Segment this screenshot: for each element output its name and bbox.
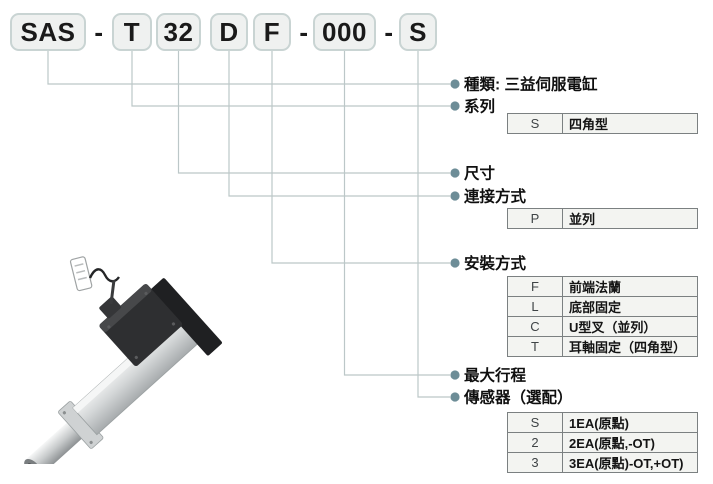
model-code-dash: - [94, 16, 104, 47]
connector-line-series [131, 51, 450, 107]
spec-row: S 四角型 [508, 114, 697, 133]
bullet-icon-type [450, 79, 460, 89]
spec-table-mounting: F 前端法蘭 L 底部固定 C U型叉（並列） T 耳軸固定（四角型） [507, 276, 698, 357]
motor-connector-block [99, 296, 122, 319]
spec-value: U型叉（並列） [569, 320, 657, 335]
spec-code: T [508, 337, 563, 356]
callout-label-mounting: 安裝方式 [464, 255, 527, 273]
spec-code: S [508, 413, 563, 432]
model-code-dash: - [299, 16, 309, 47]
callout-label-stroke: 最大行程 [464, 367, 527, 385]
spec-code: L [508, 297, 563, 316]
callout-label-series: 系列 [464, 98, 496, 116]
cylinder-body-group [24, 278, 222, 464]
bullet-icon-sensor [450, 392, 460, 402]
callout-label-sensor: 傳感器（選配） [464, 389, 573, 407]
connector-line-type [47, 51, 450, 85]
spec-row: C U型叉（並列） [508, 316, 697, 336]
spec-row: T 耳軸固定（四角型） [508, 336, 697, 356]
motor [99, 284, 183, 367]
bullet-icon-stroke [450, 370, 460, 380]
model-code-segment-D: D [210, 13, 248, 51]
connector-line-size [177, 51, 450, 174]
model-code-segment-S: S [399, 13, 437, 51]
connector-line-connection [228, 51, 450, 197]
spec-code: C [508, 317, 563, 336]
spec-row: L 底部固定 [508, 296, 697, 316]
model-code-dash: - [384, 16, 394, 47]
spec-value: 3EA(原點)-OT,+OT) [569, 456, 684, 471]
bullet-icon-connection [450, 191, 460, 201]
spec-code: 2 [508, 433, 563, 452]
model-code-segment-T: T [112, 13, 152, 51]
callout-label-type: 種類: 三益伺服電缸 [464, 76, 598, 94]
spec-row: F 前端法蘭 [508, 277, 697, 296]
spec-table-sensor: S 1EA(原點) 2 2EA(原點,-OT) 3 3EA(原點)-OT,+OT) [507, 412, 698, 473]
bullet-icon-size [450, 168, 460, 178]
bullet-icon-mounting [450, 258, 460, 268]
callout-label-size: 尺寸 [464, 165, 496, 183]
spec-code: S [508, 114, 563, 133]
cable-connector [69, 256, 120, 305]
model-code-segment-F: F [253, 13, 291, 51]
spec-row: 3 3EA(原點)-OT,+OT) [508, 452, 697, 472]
spec-value: 並列 [569, 212, 596, 227]
connector-line-sensor [417, 51, 450, 398]
cable-squiggle-icon [88, 268, 120, 283]
piston-rod [26, 419, 85, 464]
product-image [24, 256, 222, 464]
callout-label-connection: 連接方式 [464, 188, 527, 206]
connector-line-stroke [343, 51, 450, 376]
model-code-segment-32: 32 [156, 13, 201, 51]
spec-code: F [508, 277, 563, 296]
connector-line-mounting [271, 51, 450, 264]
spec-value: 耳軸固定（四角型） [569, 340, 687, 355]
spec-table-series: S 四角型 [507, 113, 698, 134]
spec-value: 2EA(原點,-OT) [569, 436, 655, 451]
spec-row: P 並列 [508, 209, 697, 228]
spec-table-connection: P 並列 [507, 208, 698, 229]
spec-code: P [508, 209, 563, 228]
spec-row: 2 2EA(原點,-OT) [508, 432, 697, 452]
bullet-icon-series [450, 101, 460, 111]
spec-value: 底部固定 [569, 300, 622, 315]
spec-row: S 1EA(原點) [508, 413, 697, 432]
rear-mount-plate [149, 278, 222, 356]
spec-value: 前端法蘭 [569, 280, 622, 295]
model-code-segment-000: 000 [313, 13, 376, 51]
spec-value: 1EA(原點) [569, 416, 629, 431]
model-code-segment-SAS: SAS [10, 13, 86, 51]
spec-value: 四角型 [569, 117, 609, 132]
spec-code: 3 [508, 453, 563, 472]
